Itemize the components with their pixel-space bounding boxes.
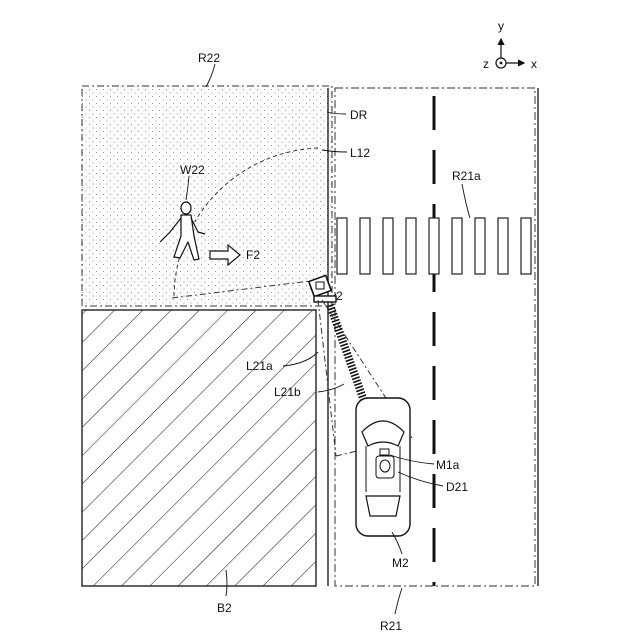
crosswalk-r21a — [337, 218, 531, 274]
label-r21a: R21a — [452, 169, 481, 183]
axis-x-label: x — [531, 57, 537, 71]
axis-z-label: z — [483, 57, 489, 71]
label-w22: W22 — [180, 163, 205, 177]
label-dr: DR — [350, 108, 368, 122]
driver-d21 — [376, 456, 394, 478]
label-r21: R21 — [380, 619, 402, 633]
axis-y-label: y — [498, 19, 504, 33]
label-l12: L12 — [350, 146, 370, 160]
label-l21a: L21a — [246, 359, 273, 373]
axis-indicator — [496, 39, 524, 68]
label-device-2: 2 — [336, 289, 343, 303]
label-l21b: L21b — [274, 385, 301, 399]
label-f2: F2 — [246, 248, 260, 262]
region-r22 — [82, 86, 332, 306]
label-r22: R22 — [198, 51, 220, 65]
building-b2 — [82, 310, 316, 586]
label-d21: D21 — [446, 480, 468, 494]
sensor-m1a — [380, 449, 389, 455]
label-b2: B2 — [217, 601, 232, 615]
label-m1a: M1a — [436, 458, 460, 472]
label-m2: M2 — [392, 556, 409, 570]
